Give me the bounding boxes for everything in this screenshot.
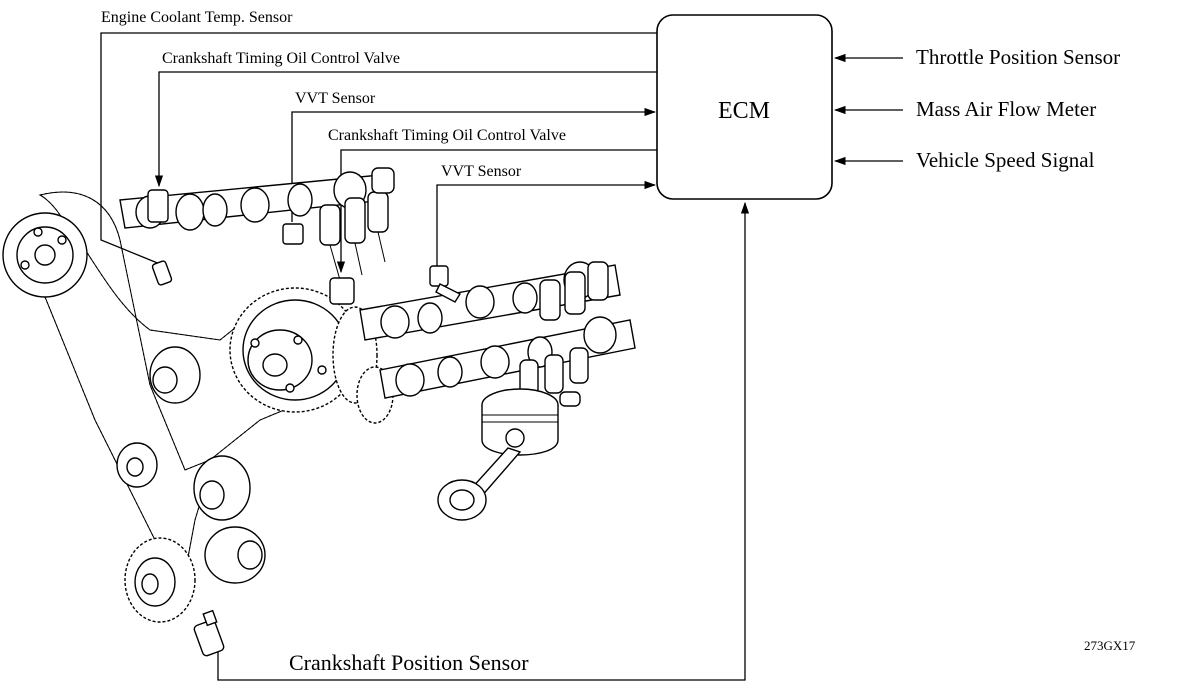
crank-position-sensor — [193, 611, 225, 657]
ocv1-label: Crankshaft Timing Oil Control Valve — [162, 50, 400, 67]
coolant-label: Engine Coolant Temp. Sensor — [101, 9, 293, 26]
piston-and-rod — [438, 389, 558, 520]
vvt2-label: VVT Sensor — [441, 163, 522, 180]
coolant-sensor — [152, 260, 173, 285]
vvt2-wire — [437, 185, 655, 268]
crank-pos-label: Crankshaft Position Sensor — [289, 650, 529, 675]
vvt1-label: VVT Sensor — [295, 90, 376, 107]
vvt-sensor-1 — [283, 224, 303, 244]
ocv-2 — [330, 278, 354, 304]
maf-label: Mass Air Flow Meter — [916, 97, 1096, 121]
vvt-sensor-2 — [430, 266, 448, 286]
engine-illustration — [3, 168, 635, 657]
vss-label: Vehicle Speed Signal — [916, 148, 1095, 172]
throttle-label: Throttle Position Sensor — [916, 45, 1120, 69]
middle-camshaft — [360, 262, 620, 340]
ocv2-label: Crankshaft Timing Oil Control Valve — [328, 127, 566, 144]
ocv-1 — [148, 190, 168, 222]
figure-code: 273GX17 — [1084, 638, 1136, 653]
ecm-label: ECM — [718, 98, 770, 124]
